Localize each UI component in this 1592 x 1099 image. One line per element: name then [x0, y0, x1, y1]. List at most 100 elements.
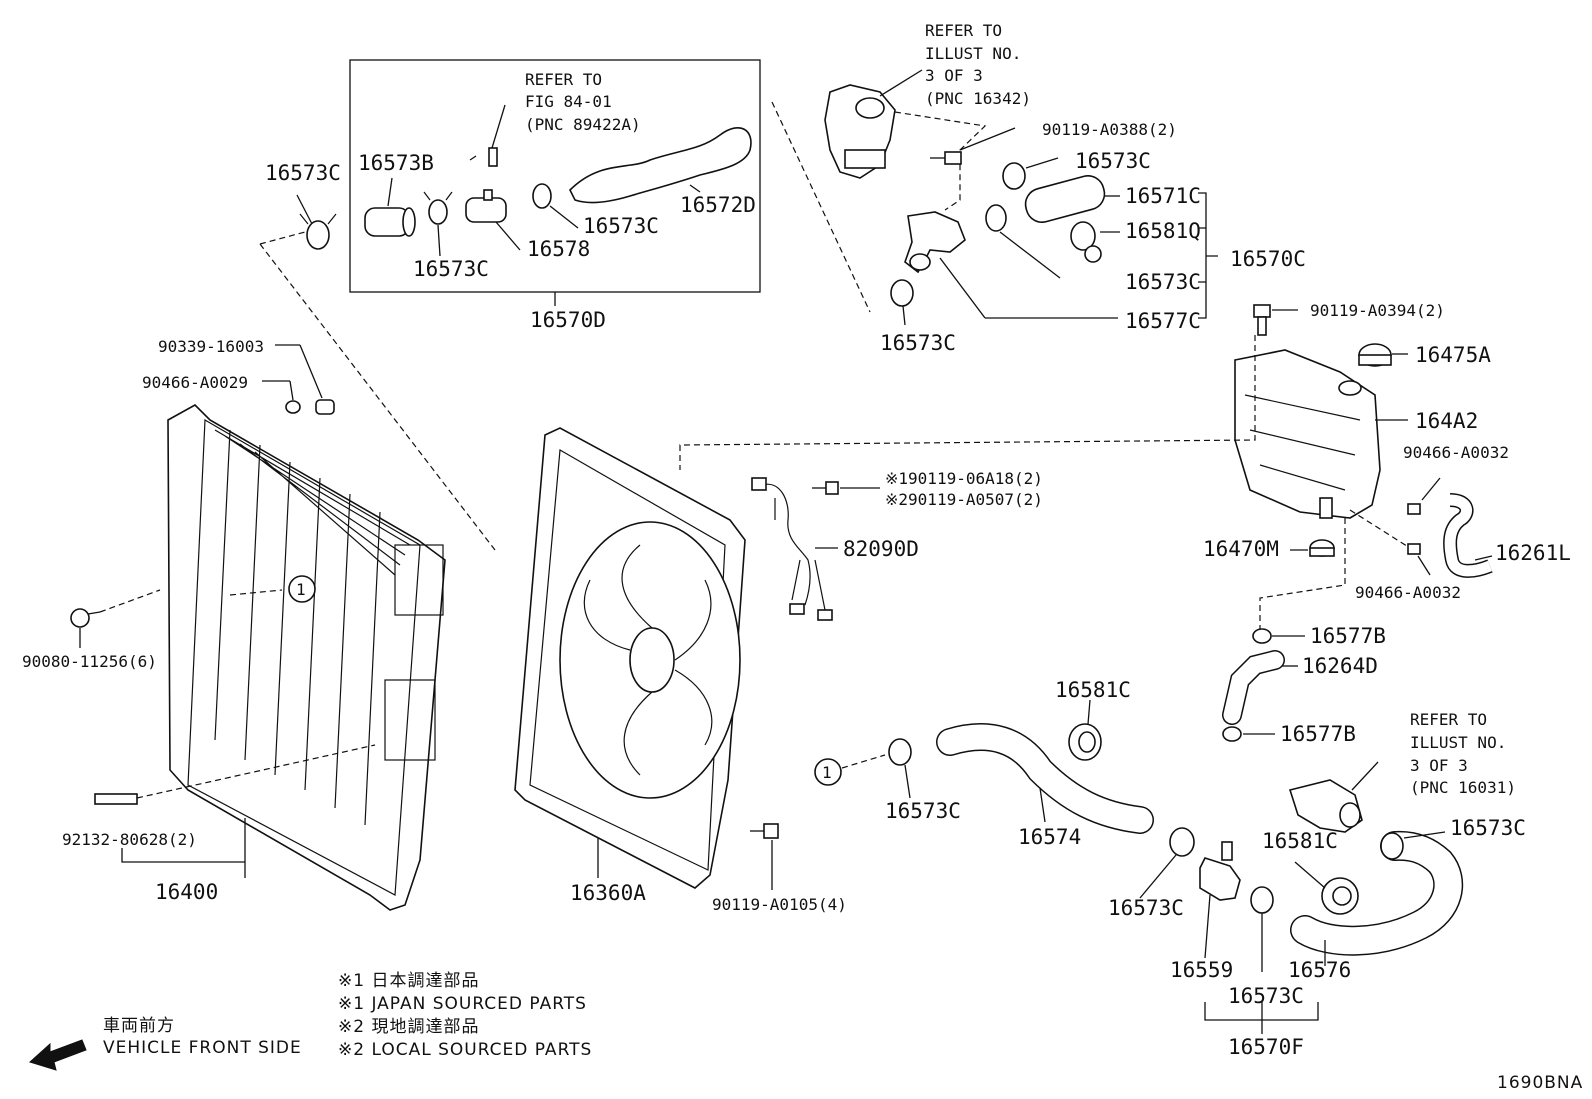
part-90466-A0032-b: 90466-A0032 [1355, 583, 1461, 602]
leader-16573C-box-low [437, 224, 441, 257]
bolt-90119-06A18-shape [812, 481, 839, 495]
clamp-16573C-box-mid-shape [532, 183, 552, 209]
bleeder-valve-shape [469, 147, 498, 167]
leader-90119-A0388 [959, 127, 1016, 151]
bracket-16570C-ticks [1198, 227, 1206, 283]
bracket-16570C [1198, 192, 1218, 319]
ref-fig-line1: REFER TO [525, 70, 602, 89]
ref-top-right-line1: REFER TO [925, 21, 1002, 40]
leader-16572D [689, 184, 701, 193]
leader-16577C [939, 257, 986, 319]
part-16578: 16578 [527, 237, 590, 261]
part-16475A: 16475A [1415, 343, 1491, 367]
leader-16574 [1039, 787, 1046, 823]
guide-line-stud [136, 744, 376, 799]
ref-bottom-right-line1: REFER TO [1410, 710, 1487, 729]
part-16573C-valve: 16573C [880, 331, 956, 355]
clamp-16573C-lower-mid-shape [1169, 827, 1195, 857]
direction-japanese: 車両前方 [103, 1016, 175, 1036]
part-16400: 16400 [155, 880, 218, 904]
leader-16261L [1474, 555, 1493, 561]
part-90119-A0105: 90119-A0105(4) [712, 895, 847, 914]
part-90339-16003: 90339-16003 [158, 337, 264, 356]
guide-line-hose-clamp [841, 754, 886, 769]
clamp-16577B-a-shape [1252, 628, 1272, 644]
part-16576: 16576 [1288, 958, 1351, 982]
leader-16559 [1204, 894, 1211, 959]
part-16573C-top-left: 16573C [265, 161, 341, 185]
fitting-16578-shape [465, 189, 507, 223]
bolt-90119-A0388-shape [930, 151, 962, 165]
part-16570C: 16570C [1230, 247, 1306, 271]
stud-92132-80628-shape [94, 793, 138, 805]
clamp-16573C-bottom-shape [1250, 886, 1274, 914]
clip-90466-A0032-b-shape [1407, 543, 1421, 555]
part-16571C: 16571C [1125, 184, 1201, 208]
water-valve-shape [824, 84, 896, 179]
callout-circle-right [814, 758, 842, 786]
part-92132-80628: 92132-80628(2) [62, 830, 197, 849]
leader-16573C-top-left [296, 194, 313, 225]
part-90119-A0388: 90119-A0388(2) [1042, 120, 1177, 139]
note-2-japanese: ※2 現地調達部品 [338, 1017, 479, 1037]
hose-16576-shape [1290, 830, 1464, 956]
note-1-english: ※1 JAPAN SOURCED PARTS [338, 994, 587, 1014]
part-16573C-hose-left: 16573C [885, 799, 961, 823]
guide-line-reservoir-clip [1349, 509, 1411, 549]
part-16573C-right-group: 16573C [1125, 270, 1201, 294]
part-16581Q: 16581Q [1125, 219, 1201, 243]
bolt-90119-A0394-shape [1253, 304, 1271, 336]
callout-circle-right-label: 1 [822, 763, 832, 782]
part-90119-06A18: ※190119-06A18(2) [885, 469, 1043, 488]
ref-top-right-line4: (PNC 16342) [925, 89, 1031, 108]
guide-line-box-right [771, 101, 871, 313]
ref-bottom-right-line3: 3 OF 3 [1410, 756, 1468, 775]
hose-16572D-shape [569, 127, 752, 204]
clip-90466-A0032-a-shape [1407, 503, 1421, 515]
guide-line-valve [894, 111, 987, 211]
leader-90466-A0029-b [289, 380, 294, 401]
clamp-16581Q-shape [1070, 221, 1102, 263]
pipe-16573B-shape [364, 207, 416, 237]
clamp-16573C-box-low-shape [423, 191, 453, 225]
clamp-16573C-lower-right-shape [1380, 832, 1404, 860]
grommet-16470M-shape [1309, 539, 1335, 557]
ref-top-right-line2: ILLUST NO. [925, 44, 1021, 63]
part-16573C-box-mid: 16573C [583, 214, 659, 238]
guide-line-box-left [259, 231, 306, 245]
clamp-16581C-lower-shape [1321, 877, 1359, 915]
leader-16573C-hose-left [904, 764, 911, 799]
guide-line-bolt [99, 589, 161, 613]
part-16577B-b: 16577B [1280, 722, 1356, 746]
guide-line-reservoir-hose [1259, 518, 1346, 632]
radiator-16400-shape [167, 404, 446, 911]
bolt-90080-11256-shape [70, 608, 101, 628]
leader-16578 [495, 221, 521, 251]
part-16570F: 16570F [1228, 1035, 1304, 1059]
leader-16573C-valve [902, 305, 906, 326]
part-16570D: 16570D [530, 308, 606, 332]
hose-16264D-shape [1222, 650, 1285, 725]
part-90466-A0032-a: 90466-A0032 [1403, 443, 1509, 462]
fan-hub [629, 627, 675, 693]
leader-ref-bottom-right [1351, 761, 1379, 791]
pipe-16577C-shape [904, 211, 966, 274]
reservoir-164A2-shape [1234, 349, 1381, 519]
clamp-16577B-b-shape [1222, 726, 1242, 742]
part-82090D: 82090D [843, 537, 919, 561]
leader-ref-top-right [879, 69, 923, 97]
clamp-16573C-top-left-shape [299, 213, 337, 250]
leader-90466-A0032-b [1417, 555, 1431, 576]
part-16559: 16559 [1170, 958, 1233, 982]
leader-16573C-box-mid [549, 205, 579, 229]
guide-line-radiator-hose [229, 589, 283, 596]
part-16573B: 16573B [358, 151, 434, 175]
part-16577B-a: 16577B [1310, 624, 1386, 648]
hose-16574-shape [936, 723, 1154, 834]
part-164A2: 164A2 [1415, 409, 1478, 433]
ref-bottom-right-line4: (PNC 16031) [1410, 778, 1516, 797]
pipe-16559-shape [1199, 841, 1241, 901]
clamp-16573C-upper-right-shape [1002, 162, 1026, 190]
note-1-japanese: ※1 日本調達部品 [338, 971, 479, 991]
